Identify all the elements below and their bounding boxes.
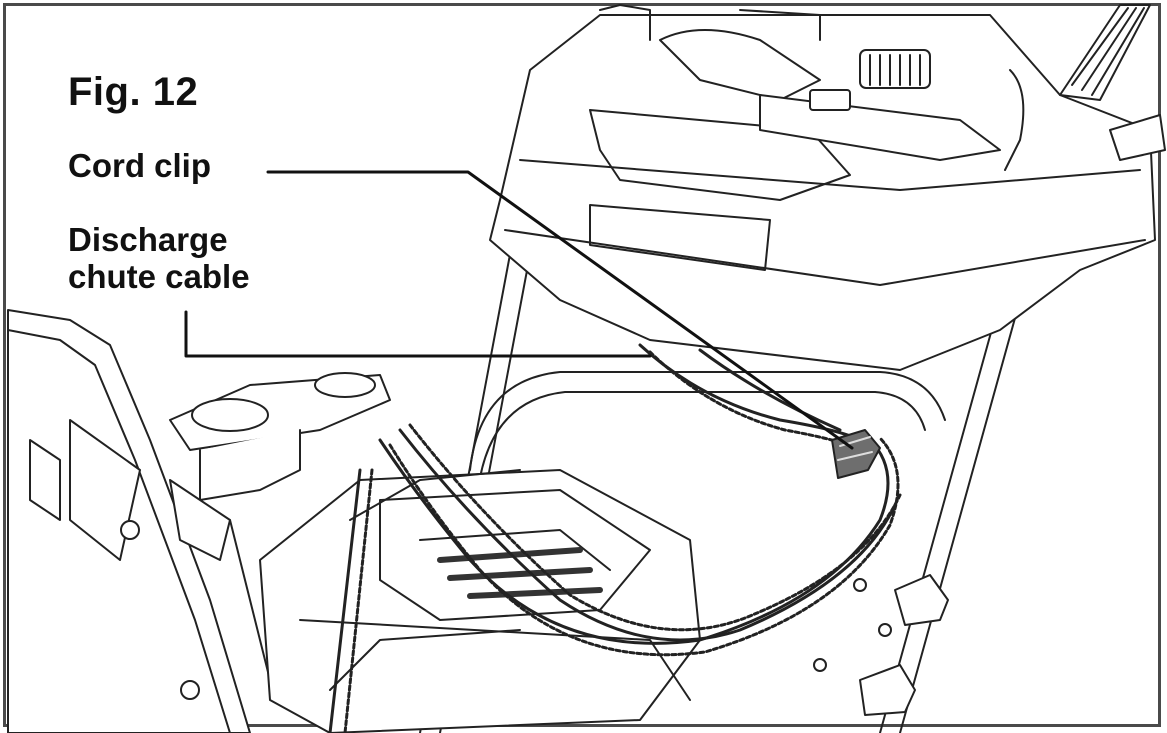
control-panel: [490, 5, 1155, 370]
cord-clip-label: Cord clip: [68, 148, 211, 185]
discharge-chute-cable-label: Discharge chute cable: [68, 222, 250, 296]
figure-title: Fig. 12: [68, 70, 198, 115]
discharge-cable-leader: [186, 312, 650, 356]
handle-knobs: [814, 575, 948, 715]
engine-housing: [260, 470, 700, 733]
